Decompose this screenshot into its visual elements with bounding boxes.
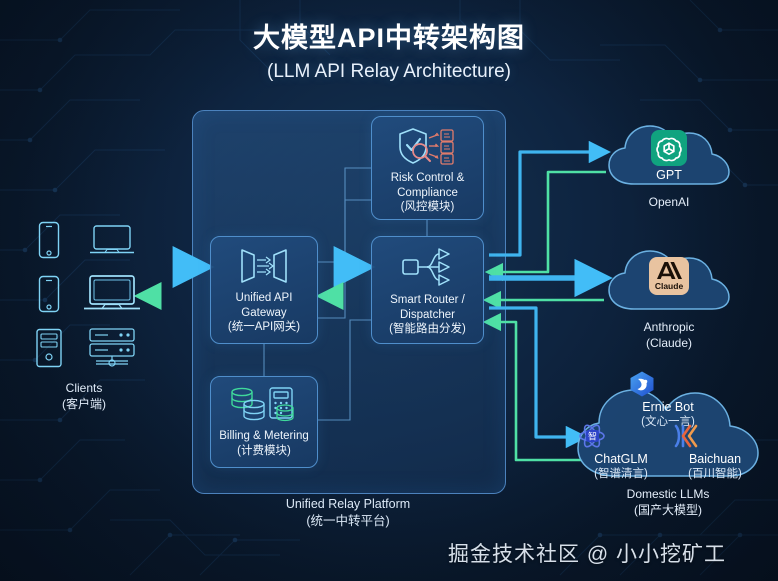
ernie-label-cn: (文心一言): [641, 416, 695, 429]
module-label-en2: Gateway: [241, 306, 287, 319]
module-label-cn: (智能路由分发): [389, 323, 466, 336]
provider-node-anthropic[interactable]: Claude Anthropic (Claude): [604, 243, 734, 350]
client-device-smartphone-2[interactable]: [25, 275, 73, 313]
client-device-desktop-tower[interactable]: [25, 328, 73, 368]
domestic-model-chatglm[interactable]: 智 ChatGLM (智谱清言): [578, 422, 664, 482]
chatglm-logo-icon: 智: [579, 424, 605, 448]
smartphone-icon: [38, 221, 60, 259]
anthropic-label-cn: (Claude): [645, 336, 693, 351]
domestic-llms-label: Domestic LLMs (国产大模型): [572, 486, 764, 518]
module-risk-control-compliance[interactable]: Risk Control & Compliance (风控模块): [371, 116, 484, 220]
ernie-bot-logo-icon: [630, 371, 654, 397]
claude-tile-label: Claude: [654, 281, 684, 291]
module-label-en: Risk Control &: [390, 172, 465, 184]
module-label-en2: Compliance: [397, 186, 458, 199]
openai-label: OpenAI: [604, 194, 734, 210]
server-rack-icon: [89, 328, 135, 367]
coins-calculator-icon: [228, 386, 300, 424]
openai-brand-label: GPT: [656, 168, 682, 182]
anthropic-label: Anthropic (Claude): [604, 319, 734, 351]
openai-label-en: OpenAI: [648, 195, 690, 209]
module-label: Risk Control & Compliance (风控模块): [387, 171, 469, 215]
baichuan-label-cn: (百川智能): [688, 468, 742, 481]
platform-caption: Unified Relay Platform (统一中转平台): [192, 496, 504, 530]
page-title-cn: 大模型API中转架构图: [252, 23, 525, 53]
clients-label-en: Clients: [65, 381, 103, 395]
provider-node-openai[interactable]: GPT OpenAI: [604, 118, 734, 210]
module-label-en2: Dispatcher: [400, 308, 455, 321]
module-label: Unified API Gateway (统一API网关): [224, 291, 304, 335]
openai-logo-icon: [656, 137, 682, 162]
openai-logo-tile: [651, 130, 687, 166]
module-label-cn: (风控模块): [400, 201, 455, 214]
baichuan-label-en: Baichuan: [688, 452, 742, 466]
module-label-en: Unified API: [235, 292, 293, 304]
domestic-label-cn: (国产大模型): [634, 503, 702, 518]
domestic-model-baichuan[interactable]: Baichuan (百川智能): [672, 422, 758, 482]
watermark: 掘金技术社区 @ 小小挖矿工: [448, 543, 726, 566]
module-label-cn: (统一API网关): [227, 321, 301, 334]
smartphone-icon: [38, 275, 60, 313]
client-device-laptop-1[interactable]: [81, 224, 143, 256]
claude-logo-icon: [657, 262, 682, 279]
provider-node-domestic-llms[interactable]: Ernie Bot (文心一言) 智 ChatGLM (智谱清言): [572, 368, 764, 517]
module-label-en: Smart Router /: [390, 294, 465, 306]
clients-label: Clients (客户端): [24, 380, 144, 412]
chatglm-label-en: ChatGLM: [594, 452, 648, 466]
api-gateway-icon: [238, 246, 290, 286]
module-billing-metering[interactable]: Billing & Metering (计费模块): [210, 376, 318, 468]
platform-caption-en: Unified Relay Platform: [285, 497, 411, 511]
module-label: Smart Router / Dispatcher (智能路由分发): [385, 293, 470, 337]
client-device-smartphone-1[interactable]: [25, 221, 73, 259]
laptop-icon: [90, 225, 134, 254]
shield-check-icon: [395, 126, 461, 166]
anthropic-label-en: Anthropic: [643, 320, 695, 334]
ernie-label-en: Ernie Bot: [642, 400, 694, 414]
title-block: 大模型API中转架构图 (LLM API Relay Architecture): [0, 16, 778, 83]
module-label-en: Billing & Metering: [219, 430, 309, 442]
client-device-laptop-2[interactable]: [81, 274, 143, 314]
router-fanout-icon: [399, 246, 457, 288]
module-label: Billing & Metering (计费模块): [215, 429, 312, 458]
module-smart-router-dispatcher[interactable]: Smart Router / Dispatcher (智能路由分发): [371, 236, 484, 344]
baichuan-logo-icon: [674, 424, 698, 448]
platform-caption-cn: (统一中转平台): [306, 513, 390, 528]
domestic-label-en: Domestic LLMs: [626, 487, 710, 501]
clients-group: Clients (客户端): [24, 214, 144, 412]
client-device-server-rack[interactable]: [81, 327, 143, 369]
module-label-cn: (计费模块): [237, 444, 291, 457]
module-unified-api-gateway[interactable]: Unified API Gateway (统一API网关): [210, 236, 318, 344]
client-device-grid: [24, 214, 144, 374]
chatglm-label-cn: (智谱清言): [594, 468, 648, 481]
page-title-en: (LLM API Relay Architecture): [267, 61, 511, 82]
svg-text:智: 智: [588, 431, 597, 443]
claude-logo-tile: Claude: [649, 257, 689, 295]
clients-label-cn: (客户端): [62, 397, 106, 412]
domestic-model-ernie[interactable]: Ernie Bot (文心一言): [628, 370, 708, 430]
desktop-tower-icon: [36, 328, 62, 368]
laptop-large-icon: [84, 275, 140, 310]
